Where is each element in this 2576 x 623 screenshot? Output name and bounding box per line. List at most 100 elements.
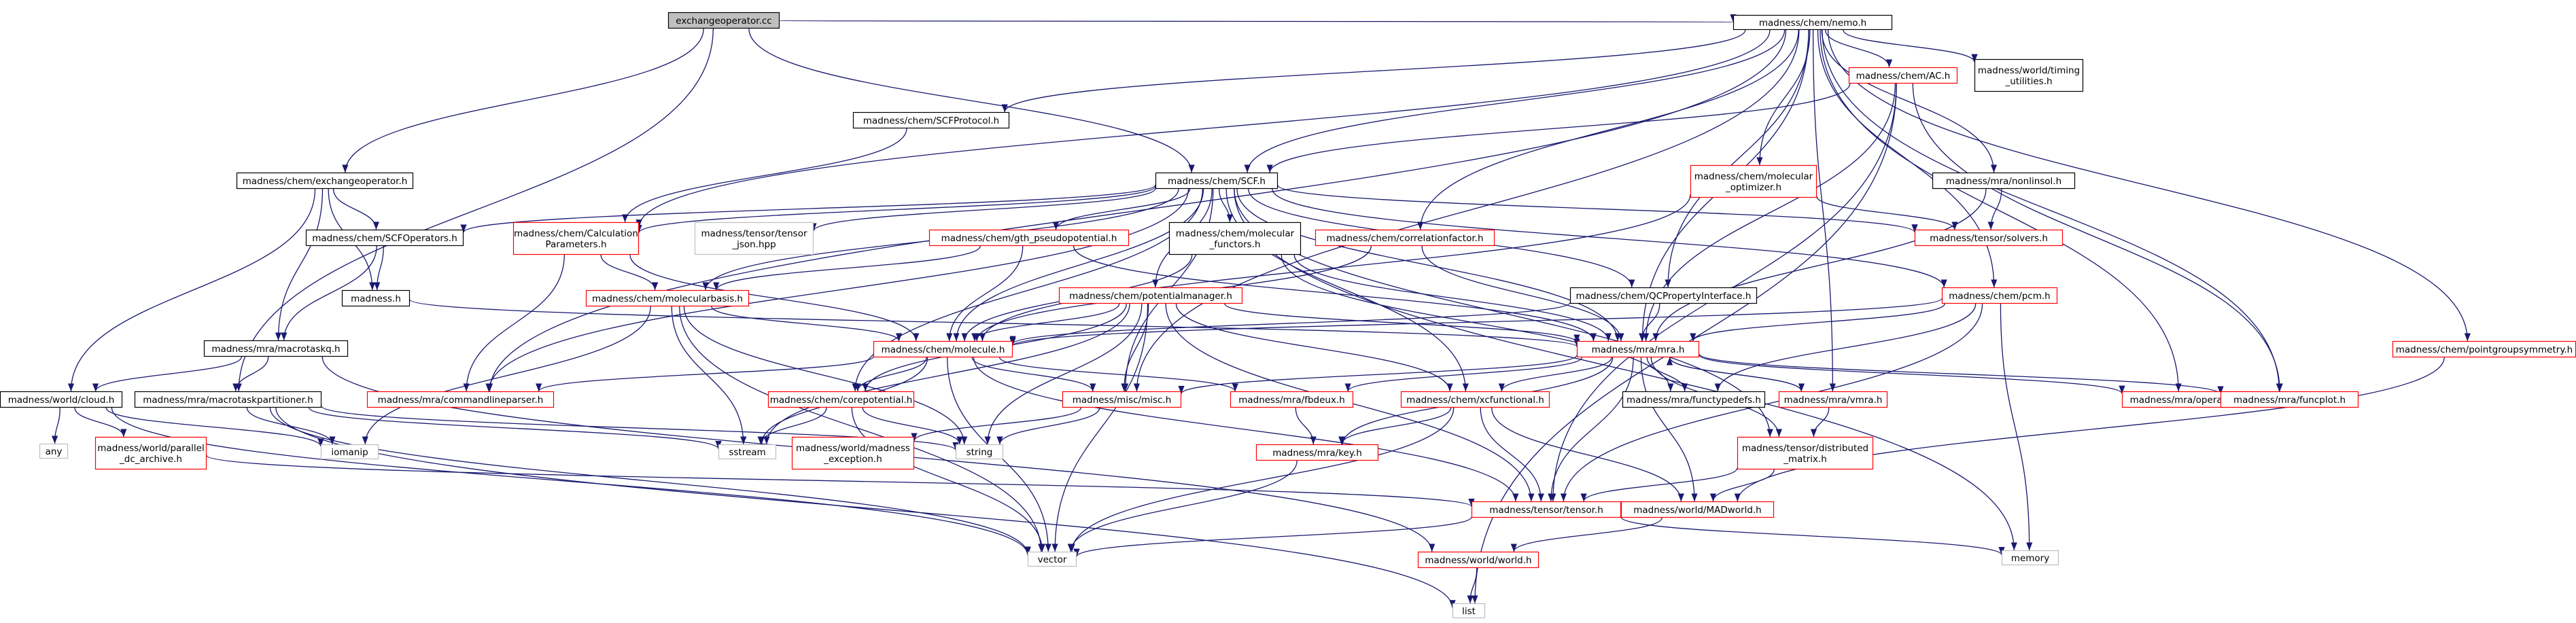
node-label-potman: madness/chem/potentialmanager.h <box>1069 291 1232 302</box>
edge-nemo-to-nonlinsol <box>1821 29 1998 173</box>
node-madexc[interactable]: madness/world/madness_exception.h <box>791 436 915 470</box>
node-mra[interactable]: madness/mra/mra.h <box>1576 340 1700 358</box>
edge-pcm-to-tensor <box>1560 303 1983 502</box>
node-box-ac <box>1848 67 1958 84</box>
node-label-funcplot: madness/mra/funcplot.h <box>2233 395 2346 406</box>
edge-scf-to-molecule <box>953 188 1204 342</box>
node-madnessh[interactable]: madness.h <box>341 289 411 307</box>
edge-nemo-to-operator <box>1820 29 2182 392</box>
edge-potman-to-mra <box>1224 303 1580 343</box>
node-label-distmat: madness/tensor/distributed_matrix.h <box>1742 443 1868 465</box>
edge-xcfunc-to-key <box>1338 407 1452 445</box>
node-cloud[interactable]: madness/world/cloud.h <box>0 391 123 408</box>
node-pointgroup[interactable]: madness/chem/pointgroupsymmetry.h <box>2392 340 2576 358</box>
node-potman[interactable]: madness/chem/potentialmanager.h <box>1058 287 1243 304</box>
node-corepot[interactable]: madness/chem/corepotential.h <box>767 391 915 408</box>
node-label-parallel: madness/world/parallel_dc_archive.h <box>97 443 204 465</box>
edge-scf-to-scfops <box>460 184 1156 233</box>
edge-molecule-to-corepot <box>854 357 927 392</box>
edge-misc-to-string <box>996 407 1100 445</box>
node-corrfactor[interactable]: madness/chem/correlationfactor.h <box>1315 229 1495 247</box>
node-key[interactable]: madness/mra/key.h <box>1255 444 1379 461</box>
node-box-cloud <box>0 391 123 408</box>
node-nonlinsol[interactable]: madness/mra/nonlinsol.h <box>1932 172 2076 190</box>
edge-mra-to-funcplot <box>1699 353 2224 395</box>
node-fbdeux[interactable]: madness/mra/fbdeux.h <box>1230 391 1354 408</box>
node-exop[interactable]: madness/chem/exchangeoperator.h <box>236 172 414 190</box>
edge-xcfunc-to-vector <box>1068 407 1455 552</box>
node-ac[interactable]: madness/chem/AC.h <box>1848 67 1958 84</box>
node-xcfunc[interactable]: madness/chem/xcfunctional.h <box>1400 391 1550 408</box>
node-label-mra: madness/mra/mra.h <box>1592 344 1685 355</box>
edge-tensor-to-memory <box>1620 516 2005 556</box>
node-label-string: string <box>967 447 993 458</box>
edge-distmat-to-tensor <box>1580 467 1738 502</box>
node-qcprop[interactable]: madness/chem/QCPropertyInterface.h <box>1569 287 1758 304</box>
node-any: any <box>39 443 69 459</box>
edge-scf-to-gthpseudo <box>1052 188 1191 230</box>
node-madworld[interactable]: madness/world/MADworld.h <box>1620 501 1775 518</box>
node-box-mra <box>1576 340 1700 358</box>
node-label-sstream: sstream <box>729 447 765 458</box>
node-box-parallel <box>94 436 207 470</box>
node-box-funcplot <box>2220 391 2359 408</box>
node-functypedefs[interactable]: madness/mra/functypedefs.h <box>1622 391 1766 408</box>
node-box-memory <box>2001 550 2059 566</box>
node-pcm[interactable]: madness/chem/pcm.h <box>1941 287 2058 304</box>
node-tensor[interactable]: madness/tensor/tensor.h <box>1471 501 1622 518</box>
node-distmat[interactable]: madness/tensor/distributed_matrix.h <box>1737 436 1874 470</box>
node-label-molopt: madness/chem/molecular_optimizer.h <box>1694 171 1813 193</box>
node-gthpseudo[interactable]: madness/chem/gth_pseudopotential.h <box>928 229 1130 247</box>
node-box-exop <box>236 172 414 190</box>
node-parallel[interactable]: madness/world/parallel_dc_archive.h <box>94 436 207 470</box>
node-world[interactable]: madness/world/world.h <box>1417 551 1539 569</box>
edge-pcm-to-mra <box>1690 303 1945 342</box>
node-box-iomanip <box>320 444 379 460</box>
node-box-key <box>1255 444 1379 461</box>
node-molbasis[interactable]: madness/chem/molecularbasis.h <box>585 289 750 307</box>
node-molfunctors[interactable]: madness/chem/molecular_functors.h <box>1168 221 1302 255</box>
node-box-world <box>1417 551 1539 569</box>
node-molecule[interactable]: madness/chem/molecule.h <box>873 340 1013 358</box>
node-box-calcparams <box>512 221 640 255</box>
node-box-molfunctors <box>1168 221 1302 255</box>
node-nemo[interactable]: madness/chem/nemo.h <box>1733 14 1893 31</box>
node-scf[interactable]: madness/chem/SCF.h <box>1155 172 1278 190</box>
node-label-vmra: madness/mra/vmra.h <box>1784 395 1883 406</box>
edge-scf-to-pcm <box>1272 188 1947 288</box>
node-scfprot[interactable]: madness/chem/SCFProtocol.h <box>852 111 1010 129</box>
edge-nemo-to-scf <box>1244 29 1786 173</box>
edge-calcparams-to-molbasis <box>600 254 659 291</box>
node-label-molbasis: madness/chem/molecularbasis.h <box>592 293 743 304</box>
edge-mtpart-to-string <box>321 406 959 451</box>
node-operator[interactable]: madness/mra/operator.h <box>2121 391 2252 408</box>
node-macrotaskq[interactable]: madness/mra/macrotaskq.h <box>203 340 349 357</box>
node-box-madnessh <box>341 289 411 307</box>
node-root[interactable]: exchangeoperator.cc <box>667 12 780 29</box>
node-timing[interactable]: madness/world/timing_utilities.h <box>1974 58 2084 92</box>
node-label-root: exchangeoperator.cc <box>676 16 771 26</box>
edge-scf-to-tensorjson <box>810 188 1156 232</box>
node-box-scf <box>1155 172 1278 190</box>
edge-exop-to-scfops <box>332 188 380 230</box>
node-misc[interactable]: madness/misc/misc.h <box>1062 391 1182 408</box>
node-vmra[interactable]: madness/mra/vmra.h <box>1778 391 1888 408</box>
node-funcplot[interactable]: madness/mra/funcplot.h <box>2220 391 2359 408</box>
node-molopt[interactable]: madness/chem/molecular_optimizer.h <box>1690 164 1817 198</box>
edge-cloud-to-any <box>51 407 60 444</box>
node-box-any <box>39 443 69 459</box>
node-label-corrfactor: madness/chem/correlationfactor.h <box>1326 233 1483 244</box>
node-box-scfops <box>305 229 464 247</box>
node-solvers[interactable]: madness/tensor/solvers.h <box>1914 229 2064 247</box>
edge-exop-to-cloud <box>67 188 316 392</box>
node-label-scfops: madness/chem/SCFOperators.h <box>312 233 457 244</box>
node-mtpart[interactable]: madness/mra/macrotaskpartitioner.h <box>134 391 322 408</box>
node-scfops[interactable]: madness/chem/SCFOperators.h <box>305 229 464 247</box>
edge-potman-to-molecule <box>971 303 1120 342</box>
edge-molbasis-to-molecule <box>711 306 903 342</box>
node-label-scfprot: madness/chem/SCFProtocol.h <box>863 115 999 126</box>
node-cmdline[interactable]: madness/mra/commandlineparser.h <box>366 391 555 408</box>
edge-scfprot-to-calcparams <box>621 128 907 223</box>
node-label-gthpseudo: madness/chem/gth_pseudopotential.h <box>941 233 1117 244</box>
